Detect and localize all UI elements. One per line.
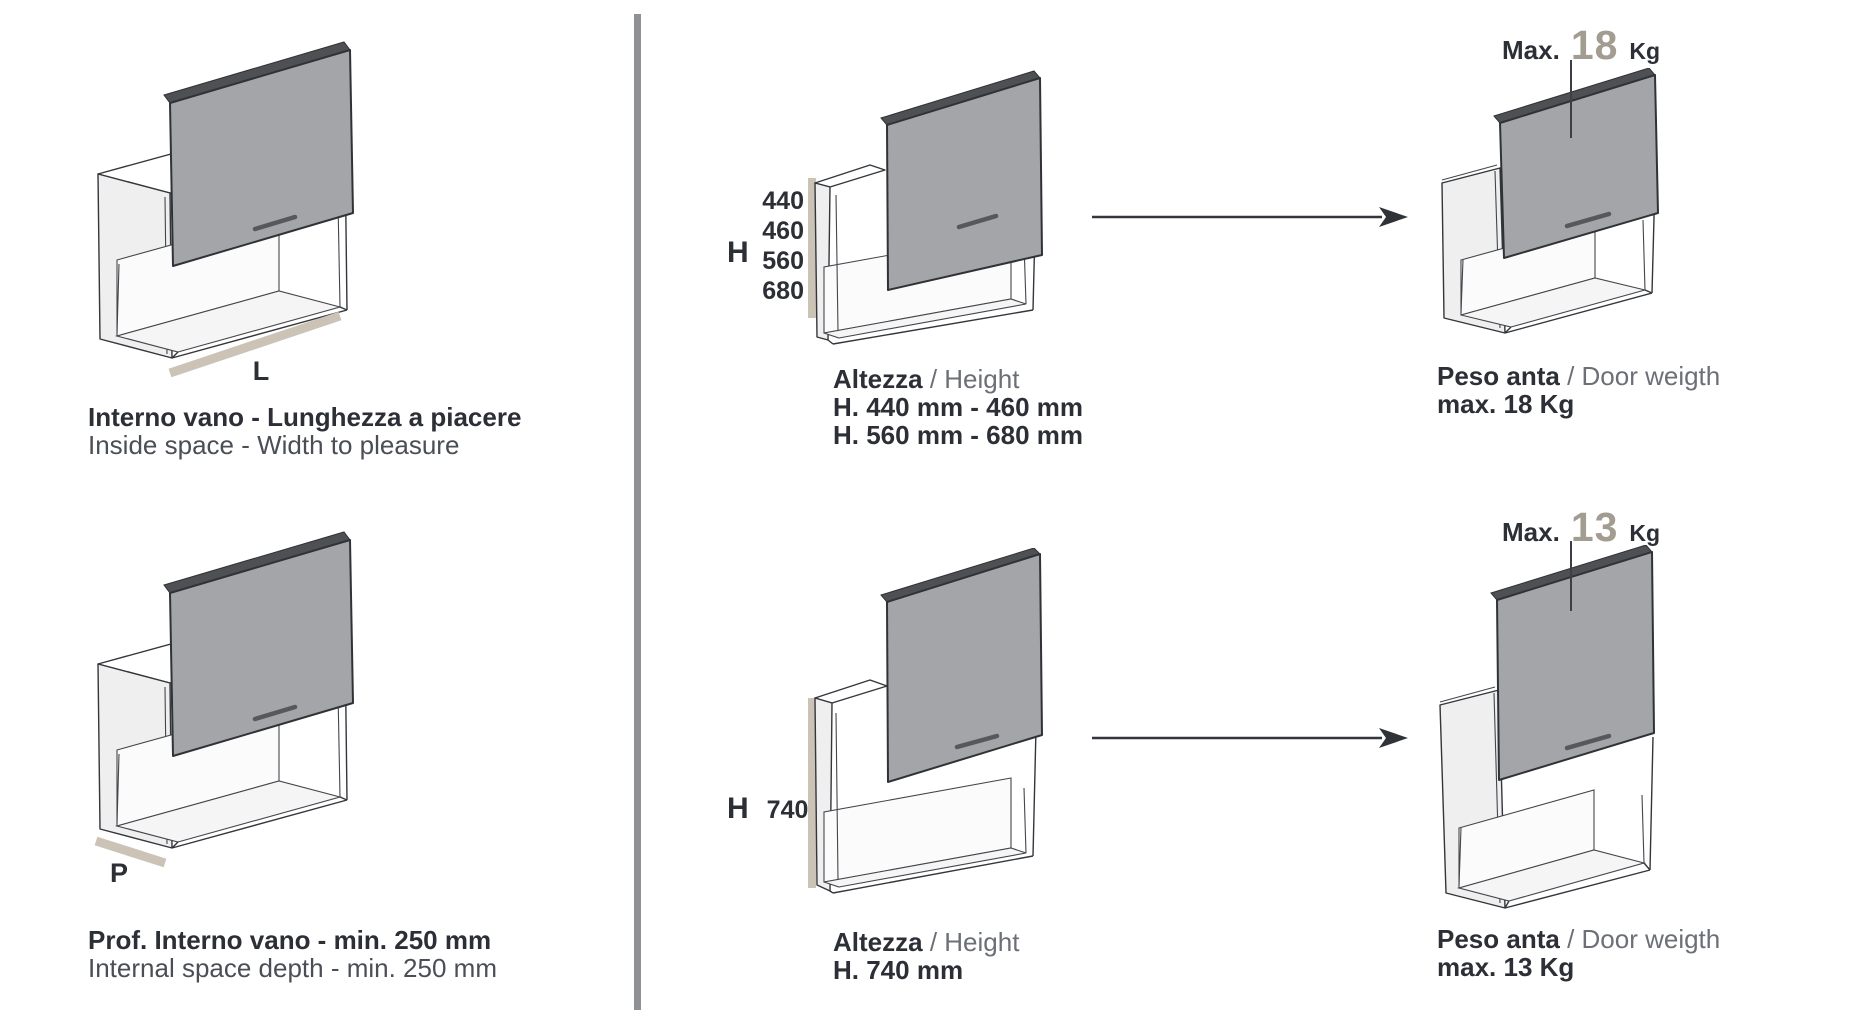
door-handle — [252, 214, 298, 232]
dimension-bar-width — [168, 311, 342, 378]
caption-width: Interno vano - Lunghezza a piacere Insid… — [88, 403, 521, 459]
caption-width-en: Inside space - Width to pleasure — [88, 430, 460, 460]
caption-depth-it: Prof. Interno vano - min. 250 mm — [88, 925, 492, 955]
height-value: 560 — [762, 247, 804, 275]
max-unit: Kg — [1629, 520, 1661, 546]
caption-height-top: Altezza / Height H. 440 mm - 460 mm H. 5… — [833, 365, 1083, 449]
height-axis-label-top: H — [727, 236, 749, 269]
cabinet-carcass — [1441, 164, 1656, 334]
cabinet-diagram-weight-18 — [1441, 68, 1659, 334]
cabinet-door — [163, 41, 354, 267]
height-value: 740 — [766, 796, 809, 824]
dimension-label-width: L — [253, 356, 270, 386]
caption-depth: Prof. Interno vano - min. 250 mm Interna… — [88, 926, 497, 982]
cabinet-diagram-height-short — [814, 70, 1043, 345]
dimension-bar-height-top — [808, 178, 816, 318]
door-handle — [1564, 733, 1612, 751]
cabinet-door — [880, 548, 1043, 783]
height-axis-label-bottom: H 740 — [727, 792, 808, 826]
height-value: 440 — [762, 187, 804, 215]
caption-width-it: Interno vano - Lunghezza a piacere — [88, 402, 522, 432]
pointer-line — [1570, 60, 1572, 138]
height-spec-740: H. 740 mm — [833, 955, 964, 985]
cabinet-diagram-height-tall — [814, 548, 1043, 894]
caption-depth-en: Internal space depth - min. 250 mm — [88, 953, 497, 983]
weight-spec-18: max. 18 Kg — [1437, 389, 1575, 419]
dimension-label-depth: P — [110, 858, 128, 888]
caption-weight-top-it: Peso anta — [1437, 361, 1560, 391]
door-handle — [1564, 211, 1612, 229]
height-spec-1: H. 440 mm - 460 mm — [833, 392, 1084, 422]
cabinet-diagram-width: L — [97, 41, 354, 386]
dimension-bar-depth — [94, 836, 167, 868]
caption-weight-top: Peso anta / Door weigth max. 18 Kg — [1437, 362, 1720, 418]
cabinet-diagram-depth: P — [94, 531, 354, 888]
caption-height-bottom-it: Altezza — [833, 927, 923, 957]
caption-weight-top-en: / Door weigth — [1567, 361, 1721, 391]
caption-weight-bottom-it: Peso anta — [1437, 924, 1560, 954]
dimension-bar-height-bottom — [808, 698, 816, 888]
max-value: 13 — [1570, 504, 1619, 550]
caption-weight-bottom: Peso anta / Door weigth max. 13 Kg — [1437, 925, 1720, 981]
cabinet-door — [163, 531, 354, 757]
max-value: 18 — [1570, 22, 1619, 68]
max-prefix: Max. — [1502, 517, 1560, 547]
height-spec-2: H. 560 mm - 680 mm — [833, 420, 1084, 450]
height-value: 460 — [762, 217, 804, 245]
cabinet-diagram-weight-13 — [1439, 545, 1655, 909]
caption-height-top-en: / Height — [929, 364, 1020, 394]
caption-height-top-it: Altezza — [833, 364, 923, 394]
weight-spec-13: max. 13 Kg — [1437, 952, 1575, 982]
max-prefix: Max. — [1502, 35, 1560, 65]
cabinet-door — [1490, 545, 1655, 781]
caption-height-bottom-en: / Height — [929, 927, 1020, 957]
caption-weight-bottom-en: / Door weigth — [1567, 924, 1721, 954]
arrow-right-icon — [1092, 207, 1408, 227]
max-weight-label-bottom: Max. 13 Kg — [1502, 504, 1660, 551]
door-handle — [252, 704, 298, 722]
cabinet-carcass — [814, 679, 1037, 894]
max-weight-label-top: Max. 18 Kg — [1502, 22, 1660, 69]
arrow-right-icon — [1092, 728, 1408, 748]
section-divider — [634, 14, 641, 1010]
caption-height-bottom: Altezza / Height H. 740 mm — [833, 928, 1019, 984]
cabinet-carcass — [1439, 686, 1654, 909]
pointer-line — [1570, 541, 1572, 611]
cabinet-door — [880, 70, 1043, 291]
height-values-list: 440 460 560 680 — [722, 186, 804, 306]
door-handle — [954, 733, 1000, 750]
max-unit: Kg — [1629, 38, 1661, 64]
height-value: 680 — [762, 277, 804, 305]
height-letter: H — [727, 792, 749, 825]
door-handle — [956, 213, 999, 230]
cabinet-door — [1493, 68, 1659, 259]
